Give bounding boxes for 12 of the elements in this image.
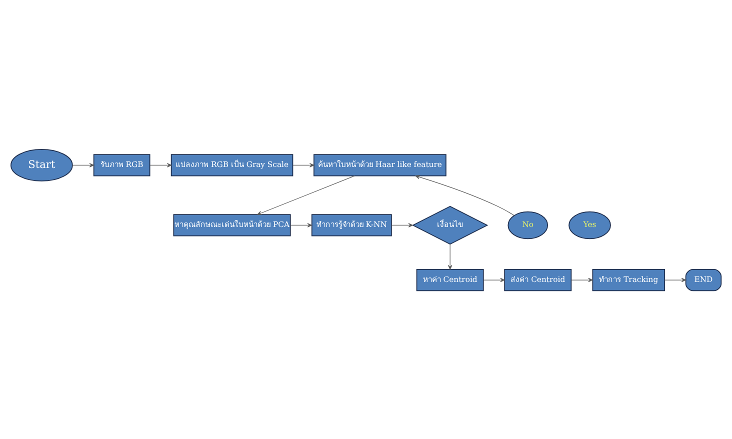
arrow [72, 162, 94, 167]
arrow [290, 222, 312, 227]
arrow [391, 222, 414, 227]
arrow [292, 162, 314, 167]
node-ellipse: Start [10, 148, 73, 181]
arrow [415, 174, 515, 216]
arrow [150, 162, 172, 167]
arrow [570, 277, 593, 282]
arrow [257, 175, 355, 215]
arrow [664, 277, 686, 282]
arrow [448, 243, 452, 270]
arrow [483, 277, 505, 282]
